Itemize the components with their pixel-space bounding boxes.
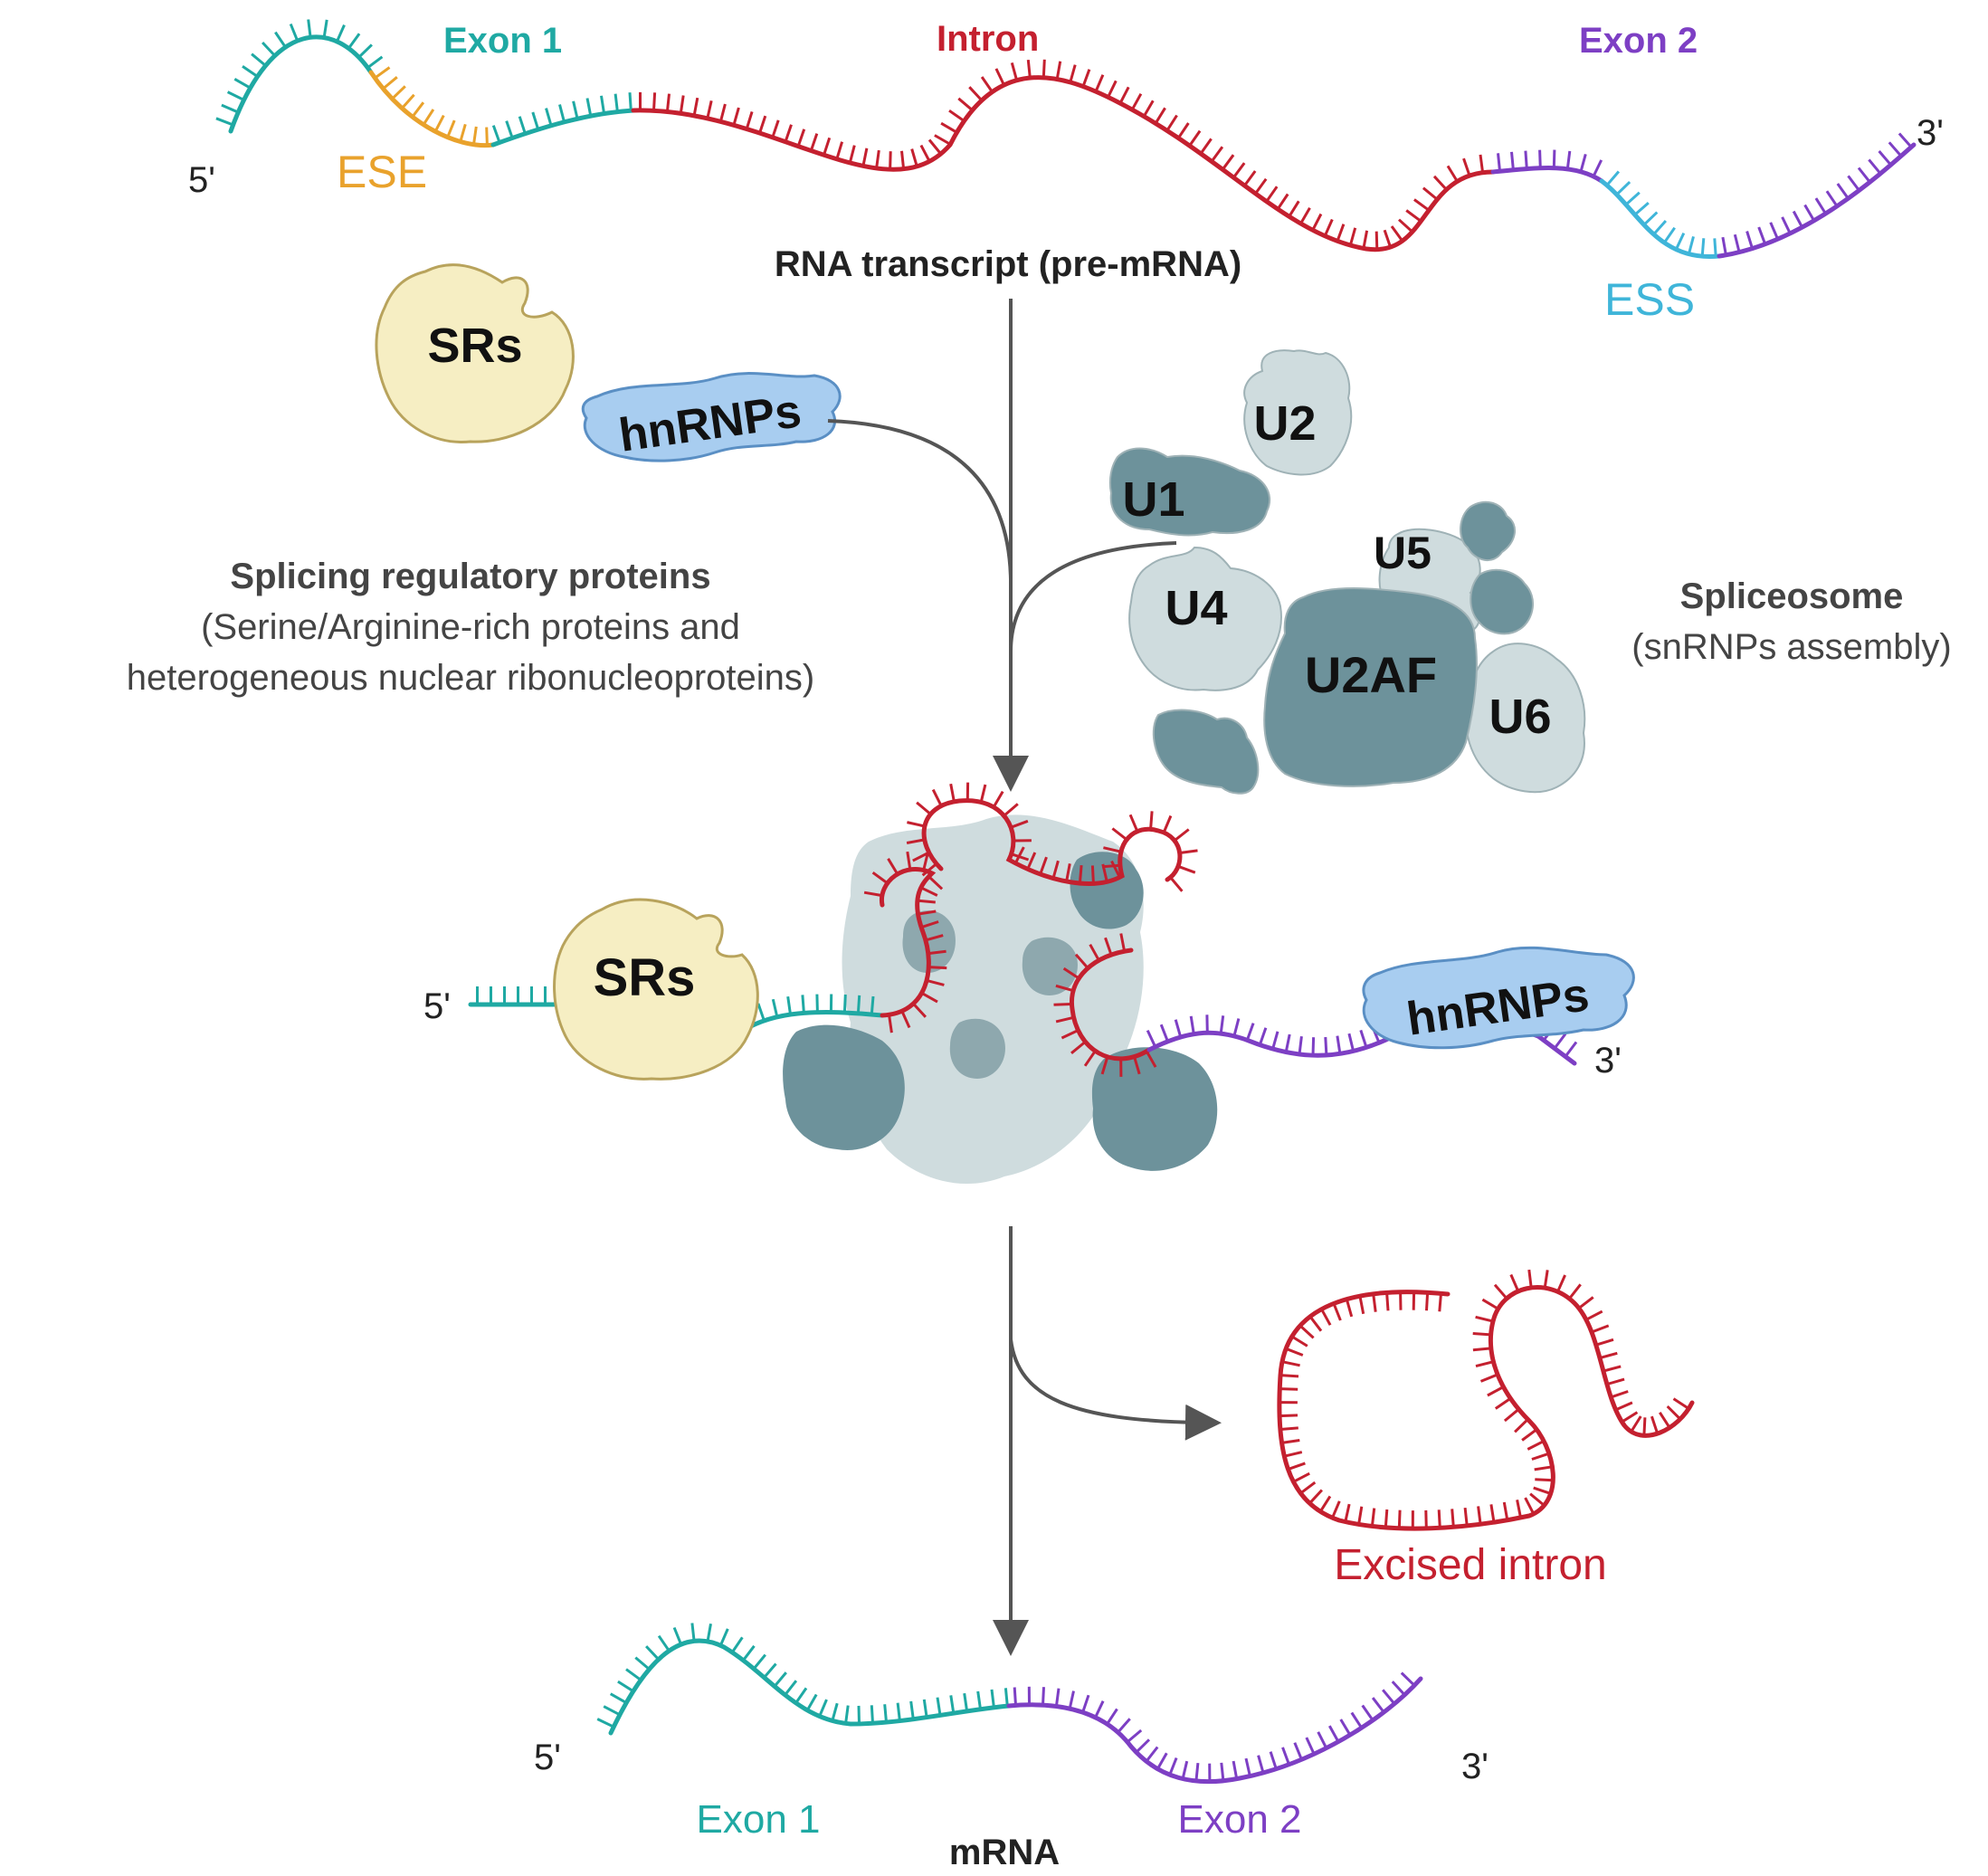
- srs-protein-top: [375, 263, 575, 443]
- label-srs-top: SRs: [427, 319, 522, 373]
- pre-mrna-ese-segment-teeth: [374, 66, 489, 146]
- excised-intron-strand-teeth: [1279, 1269, 1690, 1529]
- pre-mrna-exon2-tail-segment: [1717, 142, 1917, 259]
- label-exon2-bottom: Exon 2: [1178, 1797, 1302, 1842]
- pre-mrna-exon1-segment: [228, 34, 374, 134]
- label-exon1-top: Exon 1: [443, 21, 562, 61]
- label-reg-title: Splicing regulatory proteins: [230, 557, 710, 596]
- srs-protein-mid: [553, 898, 759, 1081]
- label-rna-transcript: RNA transcript (pre-mRNA): [775, 244, 1241, 284]
- strand-tooth-marks: [639, 59, 1485, 250]
- strand-tooth-marks: [906, 782, 1198, 892]
- pre-mrna-exon2-segment-teeth: [1497, 149, 1603, 177]
- pre-mrna-ese-segment: [368, 70, 496, 148]
- strand-tooth-marks: [1721, 132, 1913, 256]
- excised-intron-strand: [1277, 1285, 1695, 1531]
- hnrnps-protein-mid: [1362, 946, 1635, 1050]
- label-u1: U1: [1122, 472, 1184, 527]
- label-ese: ESE: [337, 147, 427, 197]
- snrnp-u5-small-b: [1470, 568, 1535, 635]
- mid-intron-loop-top-teeth: [906, 782, 1198, 892]
- label-excised-intron: Excised intron: [1334, 1541, 1606, 1589]
- label-u2: U2: [1253, 396, 1316, 451]
- label-srs-mid: SRs: [594, 948, 696, 1007]
- pre-mrna-strand: [215, 19, 1917, 260]
- label-five-prime-bottom: 5': [534, 1738, 561, 1777]
- label-reg-line1: (Serine/Arginine-rich proteins and: [201, 607, 740, 647]
- mid-intron-loop-left: [880, 866, 937, 1018]
- label-reg-line2: heterogeneous nuclear ribonucleoproteins…: [127, 658, 815, 698]
- pre-mrna-exon1-segment-teeth: [215, 19, 384, 127]
- spliceosome-inner-low: [949, 1018, 1005, 1079]
- strand-tooth-marks: [1053, 933, 1157, 1077]
- arrows: [827, 299, 1222, 1656]
- mid-intron-loop-right: [1069, 948, 1152, 1062]
- label-three-prime-mid: 3': [1594, 1041, 1622, 1081]
- label-exon2-top: Exon 2: [1579, 21, 1698, 61]
- pre-mrna-intron-segment: [631, 75, 1496, 252]
- mrna-exon2-segment-teeth: [1013, 1671, 1416, 1782]
- mrna-exon1-segment-teeth: [596, 1623, 1009, 1728]
- snrnp-u2: [1243, 349, 1353, 476]
- arrow-from-regulators: [827, 419, 1013, 580]
- snrnp-u2af: [1263, 587, 1478, 787]
- snrnp-u4: [1128, 546, 1282, 691]
- arrow-from-spliceosome: [1009, 541, 1177, 652]
- label-u4: U4: [1165, 581, 1227, 635]
- label-mrna: mRNA: [949, 1833, 1060, 1872]
- spliceosome-components: [1108, 349, 1586, 795]
- label-u5: U5: [1374, 528, 1432, 578]
- spliceosome-inner-center: [1022, 937, 1078, 995]
- mrna-exon1-segment: [608, 1638, 1012, 1736]
- pre-mrna-intron-segment-teeth: [639, 59, 1485, 250]
- strand-tooth-marks: [374, 66, 489, 146]
- mid-intron-loop-left-teeth: [863, 851, 947, 1033]
- excised-intron: [1277, 1269, 1695, 1531]
- label-u6: U6: [1489, 690, 1551, 744]
- mid-exon2-tail-segment: [1536, 1033, 1577, 1066]
- label-exon1-bottom: Exon 1: [697, 1797, 821, 1842]
- hnrnps-protein-top: [581, 372, 842, 462]
- label-five-prime-mid: 5': [423, 986, 451, 1026]
- spliceosome-lobe-dark-right: [1091, 1047, 1218, 1171]
- mid-intron-loop-top: [921, 798, 1183, 886]
- assembled-spliceosome: [783, 814, 1218, 1185]
- label-spliceosome-sub: (snRNPs assembly): [1631, 627, 1951, 667]
- arrow-to-excised-intron: [1009, 1338, 1222, 1441]
- pre-mrna-exon1-tail-segment-teeth: [491, 92, 633, 144]
- snrnp-small-bottom: [1152, 709, 1260, 795]
- pre-mrna-exon2-tail-segment-teeth: [1721, 132, 1913, 256]
- strand-tooth-marks: [1279, 1269, 1690, 1529]
- strand-tooth-marks: [1013, 1671, 1416, 1782]
- spliceosome-lobe-dark-left: [783, 1024, 905, 1150]
- pre-mrna-exon2-segment: [1490, 166, 1604, 184]
- pre-mrna-ess-segment-teeth: [1605, 170, 1717, 257]
- spliceosome-inner-left: [902, 910, 956, 973]
- label-three-prime-bottom: 3': [1461, 1747, 1489, 1786]
- label-three-prime-top: 3': [1917, 113, 1944, 153]
- strand-tooth-marks: [863, 851, 947, 1033]
- spliceosome-lobe-dark-top: [1070, 852, 1144, 929]
- pre-mrna-ess-segment: [1599, 178, 1722, 260]
- strand-tooth-marks: [1497, 149, 1603, 177]
- mrna-strand: [596, 1623, 1423, 1785]
- label-intron-top: Intron: [937, 19, 1039, 59]
- snrnp-u1: [1108, 447, 1271, 537]
- mrna-exon2-segment: [1006, 1676, 1423, 1785]
- label-ess: ESS: [1604, 274, 1695, 325]
- mid-intron-loop-right-teeth: [1053, 933, 1157, 1077]
- snrnp-u5-small-a: [1460, 500, 1516, 561]
- label-u2af: U2AF: [1305, 646, 1437, 703]
- pre-mrna-exon1-tail-segment: [490, 108, 636, 148]
- strand-tooth-marks: [215, 19, 384, 127]
- label-five-prime-top: 5': [188, 160, 215, 200]
- strand-tooth-marks: [596, 1623, 1009, 1728]
- strand-tooth-marks: [491, 92, 633, 144]
- strand-tooth-marks: [1605, 170, 1717, 257]
- label-spliceosome-title: Spliceosome: [1680, 576, 1904, 616]
